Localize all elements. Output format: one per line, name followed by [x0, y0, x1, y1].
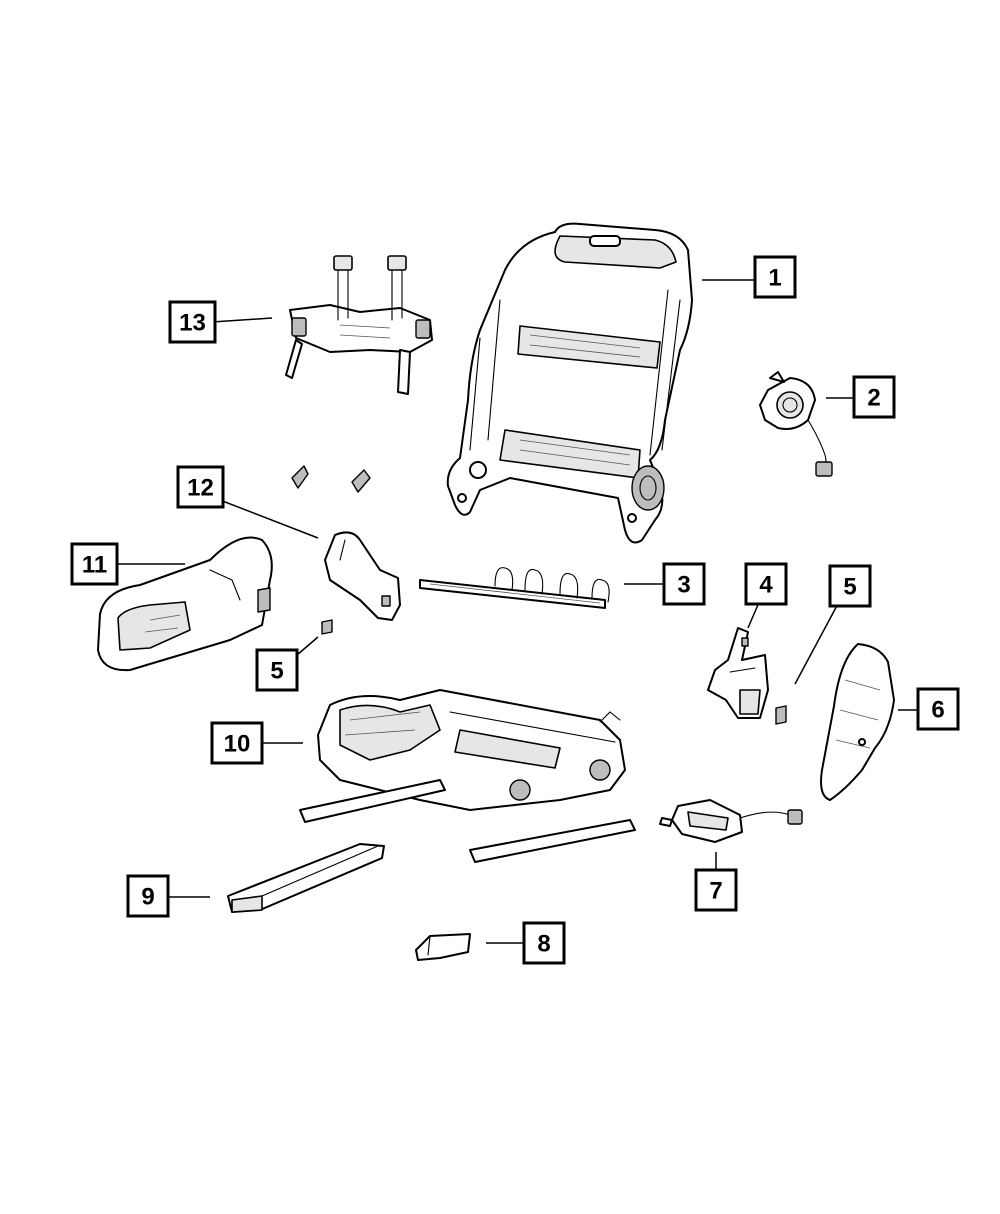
part-5-clip-right	[775, 705, 787, 725]
callout-6: 6	[916, 687, 960, 731]
part-5-clip-left	[321, 619, 333, 635]
callout-11-label: 11	[82, 552, 107, 579]
callout-7-label: 7	[709, 878, 722, 905]
callout-1: 1	[753, 255, 797, 299]
part-10-seat-cushion-frame	[299, 689, 636, 863]
callout-1-label: 1	[768, 265, 781, 292]
part-2-recliner-motor	[759, 371, 833, 477]
callout-4-label: 4	[759, 572, 773, 599]
leader-13	[211, 317, 273, 323]
part-6-side-shield	[820, 643, 895, 801]
part-9-track-cover	[227, 843, 385, 913]
callout-2: 2	[852, 375, 896, 419]
callout-11: 11	[70, 542, 119, 586]
part-3-lumbar-spring	[419, 567, 610, 609]
callout-10-label: 10	[224, 731, 251, 758]
callout-8-label: 8	[537, 931, 550, 958]
callout-12-label: 12	[187, 475, 214, 502]
part-8-trim-clip	[415, 933, 471, 961]
callout-5-right-label: 5	[843, 574, 856, 601]
callout-2-label: 2	[867, 385, 880, 412]
callout-5-left-label: 5	[270, 658, 283, 685]
callout-3-label: 3	[677, 572, 690, 599]
callout-9: 9	[126, 874, 170, 918]
callout-9-label: 9	[141, 884, 154, 911]
callout-13-label: 13	[179, 310, 206, 337]
leader-12	[219, 499, 319, 539]
callout-5-right: 5	[828, 564, 872, 608]
part-11-side-trim-panel	[97, 536, 273, 672]
part-13-headrest-adjuster	[285, 255, 433, 395]
callout-8: 8	[522, 921, 566, 965]
callout-3: 3	[662, 562, 706, 606]
part-4-bracket	[707, 627, 769, 719]
callout-7: 7	[694, 868, 738, 912]
callout-12: 12	[176, 465, 225, 509]
part-7-motor-harness	[659, 799, 803, 843]
leader-lines	[117, 279, 918, 944]
callout-5-left: 5	[255, 648, 299, 692]
callout-6-label: 6	[931, 697, 944, 724]
leader-5a	[296, 636, 319, 656]
leader-5b	[794, 599, 841, 685]
part-1-seat-back-frame	[446, 222, 693, 544]
part-12-inner-shield	[291, 465, 401, 621]
callout-10: 10	[210, 721, 264, 765]
callout-4: 4	[744, 562, 788, 606]
callout-13: 13	[168, 300, 217, 344]
